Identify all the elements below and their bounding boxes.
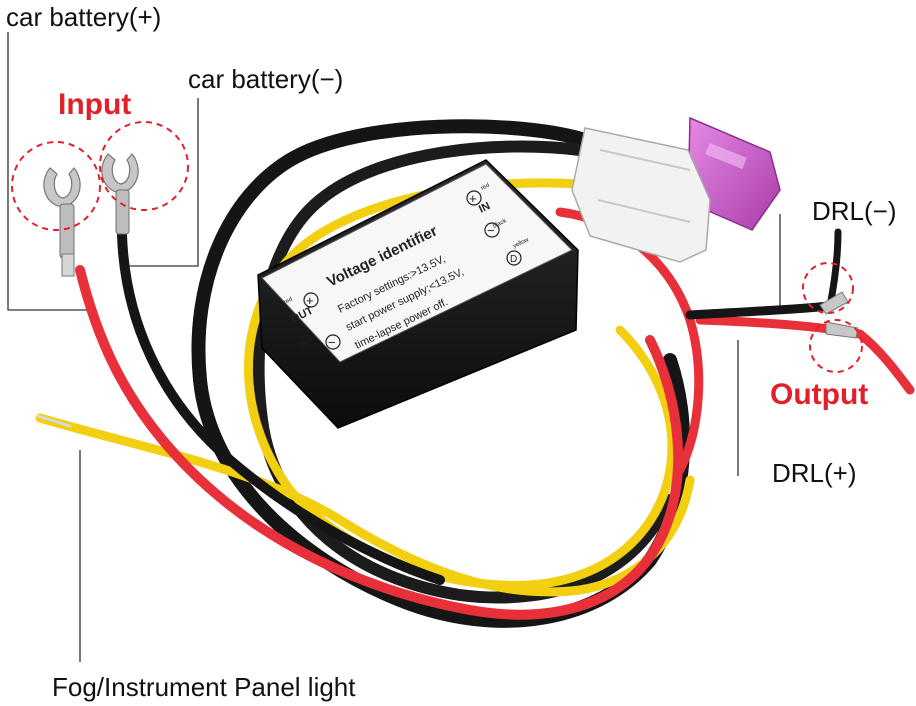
out-minus-circle bbox=[325, 334, 341, 350]
leader-lines bbox=[7, 32, 781, 662]
output-label: Output bbox=[770, 378, 869, 411]
in-plus-sign: + bbox=[469, 191, 477, 206]
output-terminals bbox=[819, 291, 859, 339]
in-minus-circle bbox=[484, 222, 500, 238]
in-plus-circle bbox=[466, 190, 482, 206]
black-wire-output bbox=[685, 301, 835, 320]
red-wire-input bbox=[75, 265, 684, 620]
drl-neg-circle bbox=[802, 262, 854, 314]
drl-positive-label: DRL(+) bbox=[772, 458, 857, 488]
connector-housing bbox=[571, 127, 711, 263]
highlight-circles bbox=[11, 121, 863, 373]
black-ring-terminal bbox=[101, 153, 139, 235]
module-black-small-in: black bbox=[492, 218, 508, 230]
module-red-small-out: red bbox=[283, 297, 293, 306]
module-black-small-out: black bbox=[298, 337, 314, 349]
fog-instrument-label: Fog/Instrument Panel light bbox=[52, 672, 356, 702]
red-ring-terminal bbox=[43, 167, 81, 277]
output-terminal-lower bbox=[825, 321, 859, 339]
input-terminals bbox=[43, 153, 139, 277]
input-circle-right bbox=[99, 121, 189, 211]
fuse-holder bbox=[571, 116, 781, 263]
car-battery-negative-label: car battery(−) bbox=[188, 64, 344, 94]
car-battery-positive-label: car battery(+) bbox=[6, 2, 162, 32]
drl-negative-label: DRL(−) bbox=[812, 196, 897, 226]
module-red-small-in: red bbox=[480, 183, 490, 192]
output-circle bbox=[809, 319, 863, 373]
out-plus-circle bbox=[303, 292, 319, 308]
d-sign: D bbox=[510, 254, 517, 265]
module-label bbox=[261, 163, 573, 363]
out-plus-sign: + bbox=[306, 293, 314, 308]
d-circle bbox=[506, 250, 522, 266]
input-label: Input bbox=[58, 88, 132, 121]
module-in-label: IN bbox=[477, 200, 492, 216]
black-wire-input bbox=[117, 230, 445, 585]
yellow-wire-tip bbox=[36, 414, 72, 428]
input-circle-left bbox=[11, 141, 101, 231]
module-symbols: + − + − D bbox=[303, 190, 522, 350]
in-minus-sign: − bbox=[487, 223, 495, 238]
out-minus-sign: − bbox=[328, 335, 336, 350]
